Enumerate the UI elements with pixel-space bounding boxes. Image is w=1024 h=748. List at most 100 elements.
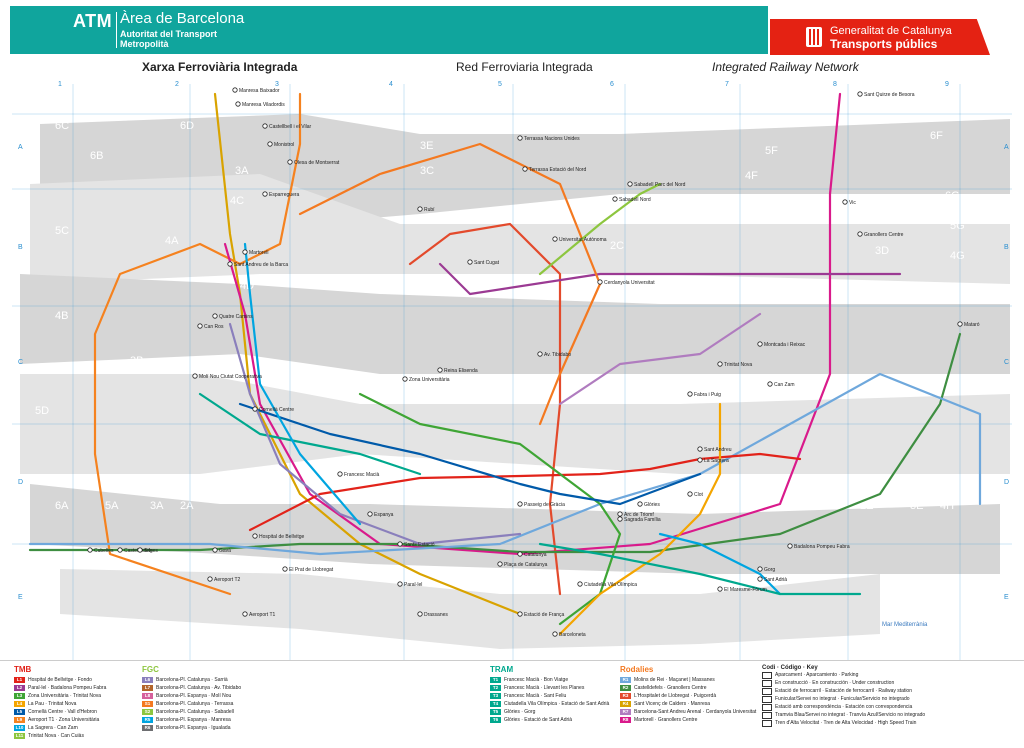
station[interactable]: Hospital de Bellvitge [252,533,305,540]
zone-label: 3E [910,500,923,512]
station[interactable]: Olesa de Montserrat [287,159,340,166]
zone-label: 3E [420,140,433,152]
station-marker [417,611,423,617]
line-badge: L9 [14,717,25,723]
station-label: Glòries [644,502,660,508]
station-label: Granollers Centre [864,232,904,238]
station[interactable]: Sants Estació [397,541,435,548]
station[interactable]: Rubí [417,206,435,213]
station[interactable]: Can Zam [767,381,795,388]
station[interactable]: Sitges [137,547,159,554]
station[interactable]: Plaça de Catalunya [497,561,548,568]
station-label: Catalunya [524,552,547,558]
rail-line [243,242,362,526]
grid-row-label: E [18,594,23,601]
station-marker [697,457,703,463]
station[interactable]: Trinitat Nova [717,361,753,368]
station-label: Manresa Viladordis [242,102,285,108]
legend-key: Codi · Código · Key Aparcament · Aparcam… [762,665,1012,727]
station[interactable]: Vic [842,199,857,206]
station[interactable]: Cerdanyola Universitat [597,279,655,286]
station[interactable]: Drassanes [417,611,449,618]
station[interactable]: Clot [687,491,704,498]
station[interactable]: Montcada i Reixac [757,341,806,348]
station[interactable]: Monistrol [267,141,294,148]
station[interactable]: Reina Elisenda [437,367,478,374]
station[interactable]: Terrassa Nacions Unides [517,135,580,142]
station[interactable]: Barceloneta [552,631,586,638]
station-label: Francesc Macià [344,472,380,478]
station[interactable]: Ciutadella Vila Olímpica [577,581,637,588]
station-label: Sant Andreu de la Barca [234,262,288,268]
station-label: Clot [694,492,704,498]
grid-column-label: 3 [275,81,279,88]
station[interactable]: Cubelles [87,547,114,554]
station[interactable]: Av. Tibidabo [537,351,571,358]
station[interactable]: Sabadell Nord [612,196,651,203]
station[interactable]: Sant Cugat [467,259,500,266]
station[interactable]: Quatre Camins [212,313,253,320]
station[interactable]: Paral·lel [397,581,423,588]
station[interactable]: Gavà [212,547,231,554]
station[interactable]: Glòries [637,501,661,508]
legend-text: Zona Universitària · Trinitat Nova [28,693,102,699]
station[interactable]: Badalona Pompeu Fabra [787,543,850,550]
station[interactable]: Castellbell i el Vilar [262,123,312,130]
station-label: Badalona Pompeu Fabra [794,544,850,550]
station[interactable]: Fabra i Puig [687,391,721,398]
station[interactable]: Francesc Macià [337,471,380,478]
station-marker [757,341,763,347]
station[interactable]: Cornellà Centre [252,406,294,413]
atm-title: Àrea de Barcelona [120,10,245,27]
station[interactable]: Aeroport T2 [207,576,241,583]
rail-line [658,532,782,596]
station[interactable]: Sant Andreu de la Barca [227,261,289,268]
station[interactable]: Sant Andreu [697,446,732,453]
rail-line [538,182,662,276]
station[interactable]: Sagrada Família [617,516,661,523]
station[interactable]: Molí Nou Ciutat Cooperativa [192,373,262,380]
station-label: Sant Andreu [704,447,732,453]
station[interactable]: Terrassa Estació del Nord [522,166,587,173]
station-marker [192,373,198,379]
station-marker [242,611,248,617]
station-marker [417,206,423,212]
station[interactable]: Estació de França [517,611,565,618]
station[interactable]: Espanya [367,511,394,518]
line-badge: T6 [490,717,501,723]
station[interactable]: Sant Quirze de Besora [857,91,915,98]
rail-line [558,312,762,406]
station[interactable]: Passeig de Gràcia [517,501,565,508]
station[interactable]: Manresa Viladordis [235,101,285,108]
station-label: Estació de França [524,612,565,618]
station[interactable]: El Maresme-Fòrum [717,586,767,593]
station[interactable]: Mataró [957,321,980,328]
station[interactable]: El Prat de Llobregat [282,566,334,573]
station[interactable]: Aeroport T1 [242,611,276,618]
station[interactable]: Sabadell Parc del Nord [627,181,686,188]
station[interactable]: Granollers Centre [857,231,904,238]
station[interactable]: La Sagrera [697,457,729,464]
station[interactable]: Gorg [757,566,776,573]
station[interactable]: Sant Adrià [757,576,787,583]
station[interactable]: Can Ros [197,323,224,330]
station[interactable]: Arc de Triomf [617,511,655,518]
station[interactable]: Martorell [242,249,269,256]
legend-fgc-brand: FGC [142,665,159,674]
station[interactable]: Catalunya [517,551,547,558]
key-symbol-icon [762,687,772,695]
station-label: Aeroport T1 [249,612,276,618]
station[interactable]: Esparreguera [262,191,300,198]
station[interactable]: Zona Universitària [402,376,450,383]
station-label: Paral·lel [404,582,422,588]
station[interactable]: Manresa Baixador [232,87,280,94]
station-label: Sagrada Família [624,517,661,523]
station[interactable]: Universitat Autònoma [552,236,607,243]
station-marker [252,406,258,412]
station-label: Sant Quirze de Besora [864,92,915,98]
